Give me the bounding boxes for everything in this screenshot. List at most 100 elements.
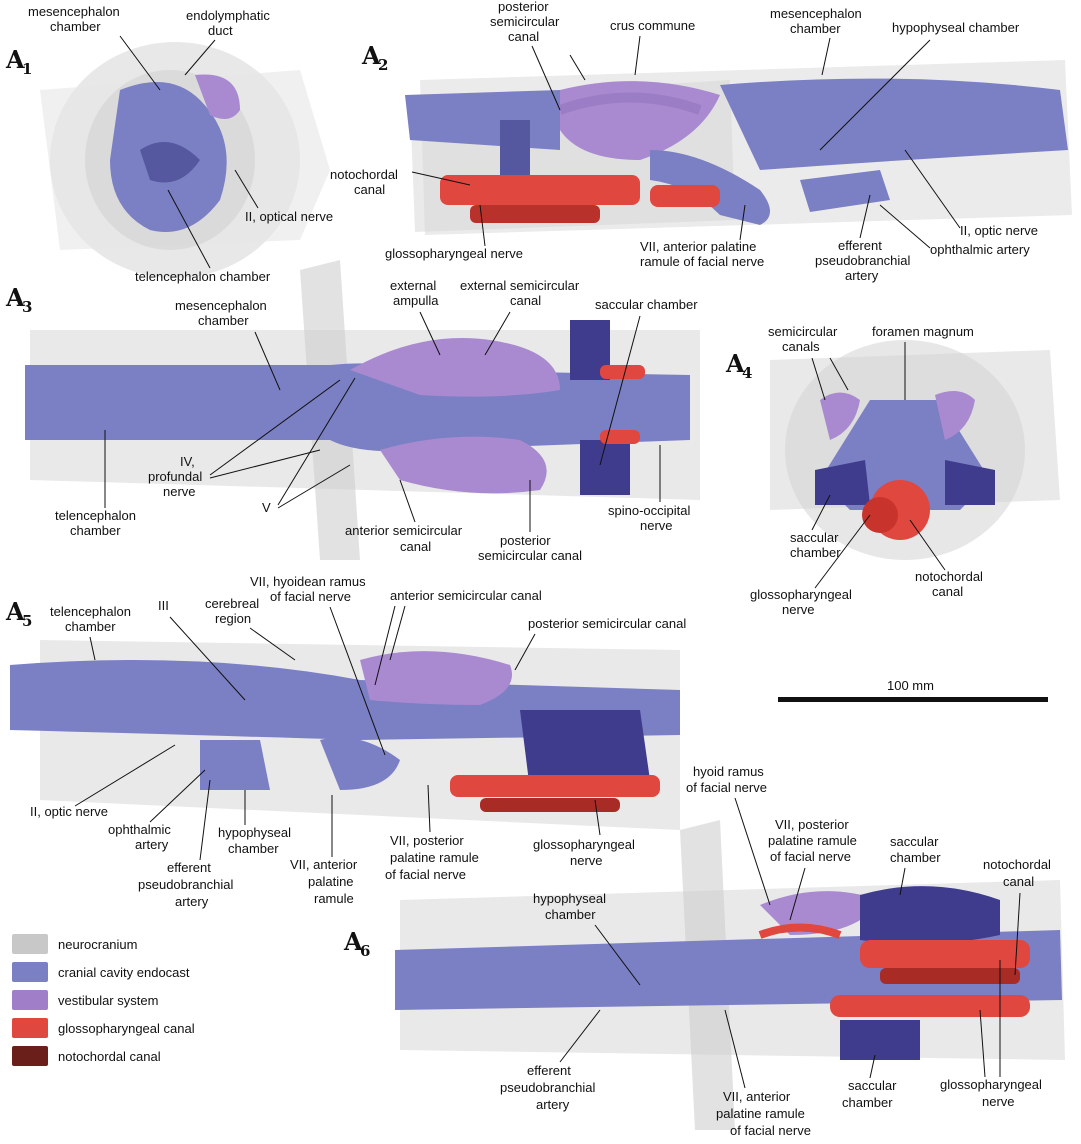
panel-a6-letter: A [343, 927, 363, 956]
legend-label-glosso: glossopharyngeal canal [58, 1020, 195, 1036]
a3-vestibular-upper [350, 338, 560, 397]
a5-label-cerebreal-1: cerebreal [205, 596, 259, 611]
a3-leader-iv-b [209, 449, 321, 479]
a4-label-foramen: foramen magnum [872, 324, 974, 339]
a5-label-efferent-1: efferent [167, 860, 211, 875]
a3-label-spino-2: nerve [640, 518, 673, 533]
a5-label-vii-post-1: VII, posterior [390, 833, 464, 848]
legend-label-notochord: notochordal canal [58, 1048, 161, 1064]
a3-label-anterior-1: anterior semicircular [345, 523, 463, 538]
panel-a6-sub: 6 [360, 942, 370, 960]
a6-label-hyoid-1: hyoid ramus [693, 764, 764, 779]
a4-label-glosso-1: glossopharyngeal [750, 587, 852, 602]
a4-label-saccular-2: chamber [790, 545, 841, 560]
a3-saccular-lower [580, 440, 630, 495]
a6-label-hypophyseal-2: chamber [545, 907, 596, 922]
panel-a3-letter: A [5, 283, 25, 312]
panel-a2-sub: 2 [378, 56, 388, 74]
legend-swatch-endocast [12, 962, 48, 982]
a6-notochord [880, 968, 1020, 984]
scale-bar-label: 100 mm [887, 678, 934, 693]
a2-label-hypophyseal: hypophyseal chamber [892, 20, 1020, 35]
a5-leader-iii [169, 616, 246, 701]
a2-label-efferent-2: pseudobranchial [815, 253, 911, 268]
a3-label-ext-canal-1: external semicircular [460, 278, 580, 293]
a6-leader-efferent [559, 1009, 601, 1063]
legend-item-endocast: cranial cavity endocast [12, 958, 262, 986]
a2-leader-posterior [531, 45, 561, 111]
a3-label-posterior-1: posterior [500, 533, 551, 548]
a6-leader-saccular-bot [869, 1054, 876, 1079]
a4-label-semicircular-1: semicircular [768, 324, 838, 339]
a4-leader-glosso [814, 514, 871, 589]
a2-label-posterior-2: semicircular [490, 14, 560, 29]
a3-leader-iv-a [209, 379, 341, 476]
a4-saccular-left [815, 460, 870, 505]
panel-a4-letter: A [725, 349, 745, 378]
a4-label-semicircular-2: canals [782, 339, 820, 354]
a3-glosso-lower [600, 430, 640, 444]
a4-label-glosso-2: nerve [782, 602, 815, 617]
a4-label-notochordal-2: canal [932, 584, 963, 599]
a6-label-saccular-bot-1: saccular [848, 1078, 897, 1093]
a5-palatine [320, 737, 400, 790]
a1-label-endolymphatic-1: endolymphatic [186, 8, 270, 23]
a6-glosso-upper [860, 940, 1030, 968]
a3-leader-v-b [277, 464, 351, 509]
a5-leader-vii-post [427, 784, 431, 833]
a3-leader-mesencephalon [254, 331, 281, 391]
a1-vestibular [195, 74, 240, 119]
a1-endocast-shadow [140, 142, 200, 183]
a3-label-mesencephalon-1: mesencephalon [175, 298, 267, 313]
a2-leader-glosso [479, 204, 486, 247]
a1-label-optical-nerve: II, optical nerve [245, 209, 333, 224]
a6-label-vii-post-1: VII, posterior [775, 817, 849, 832]
a1-leader-mesencephalon [119, 35, 161, 91]
panel-a5-letter: A [5, 597, 25, 626]
a3-label-spino-1: spino-occipital [608, 503, 690, 518]
a2-label-vii-2: ramule of facial nerve [640, 254, 764, 269]
a1-label-mesencephalon-1: mesencephalon [28, 4, 120, 19]
legend-swatch-notochord [12, 1046, 48, 1066]
a2-semicircular-loop [558, 92, 702, 115]
a5-label-iii: III [158, 598, 169, 613]
a2-label-glosso: glossopharyngeal nerve [385, 246, 523, 261]
a1-leader-telencephalon [167, 189, 211, 269]
a6-saccular-bottom [840, 1020, 920, 1060]
a1-specimen [40, 42, 330, 278]
a5-leader-efferent [199, 779, 211, 861]
a2-notochord-canal [470, 205, 600, 223]
panel-a4-sub: 4 [742, 364, 752, 382]
a6-label-vii-ant-1: VII, anterior [723, 1089, 791, 1104]
a5-leader-optic [74, 744, 176, 807]
a2-leader-mesencephalon [821, 37, 831, 76]
a3-leader-v-a [277, 377, 356, 506]
a5-leader-posterior [514, 633, 536, 671]
a6-label-saccular-top-1: saccular [890, 834, 939, 849]
a5-leader-glosso [594, 799, 601, 836]
legend-swatch-vestibular [12, 990, 48, 1010]
a6-leader-notochordal [1014, 892, 1021, 976]
a2-endocast-anterior [720, 78, 1068, 170]
a6-label-hypophyseal-1: hypophyseal [533, 891, 606, 906]
a5-leader-anterior-a [374, 605, 396, 686]
a2-label-crus: crus commune [610, 18, 695, 33]
a5-notochord [480, 798, 620, 812]
a4-vestibular-left [820, 392, 860, 440]
a6-label-glosso-1: glossopharyngeal [940, 1077, 1042, 1092]
a4-leader-semicircular-b [829, 357, 849, 391]
a3-saccular-upper [570, 320, 610, 380]
a6-label-efferent-2: pseudobranchial [500, 1080, 596, 1095]
a2-label-efferent-1: efferent [838, 238, 882, 253]
a5-leader-ophthalmic [149, 769, 206, 823]
panel-a2: A 2 posterior semicircular canal crus co… [330, 0, 1072, 283]
legend: neurocranium cranial cavity endocast ves… [12, 930, 262, 1070]
legend-label-vestibular: vestibular system [58, 992, 159, 1008]
a6-label-notochordal-2: canal [1003, 874, 1034, 889]
a2-label-posterior-1: posterior [498, 0, 549, 14]
panel-a3-sub: 3 [22, 298, 32, 316]
a5-label-vii-ant-1: VII, anterior [290, 857, 358, 872]
a5-label-vii-post-3: of facial nerve [385, 867, 466, 882]
a2-leader-crus [634, 35, 641, 76]
